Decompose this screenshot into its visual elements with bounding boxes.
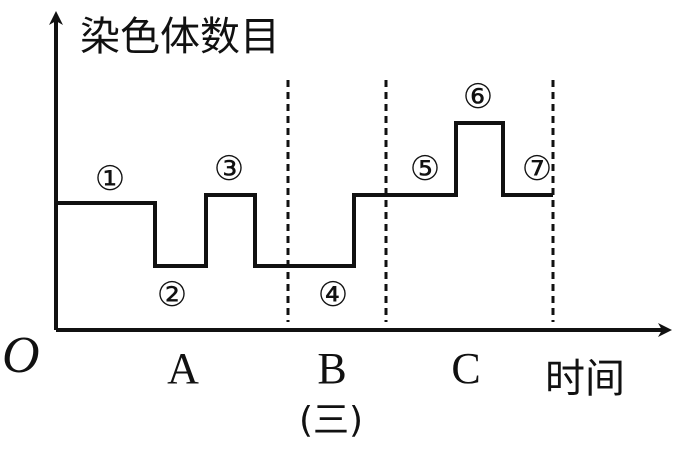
segment-marker-2: ② (157, 275, 187, 315)
segment-marker-7: ⑦ (522, 149, 552, 189)
segment-marker-5: ⑤ (410, 149, 440, 189)
segment-marker-6: ⑥ (463, 77, 493, 117)
stage-label-c: C (451, 344, 480, 393)
segment-marker-1: ① (95, 159, 125, 199)
segment-marker-4: ④ (318, 275, 348, 315)
stage-label-a: A (167, 344, 199, 393)
x-axis-label: 时间 (545, 356, 625, 402)
segment-marker-3: ③ (214, 149, 244, 189)
y-axis-label: 染色体数目 (80, 14, 280, 60)
origin-label: O (2, 327, 40, 384)
chromosome-step-line (56, 121, 553, 268)
stage-label-b: B (317, 344, 346, 393)
figure-caption: (三) (299, 400, 363, 441)
